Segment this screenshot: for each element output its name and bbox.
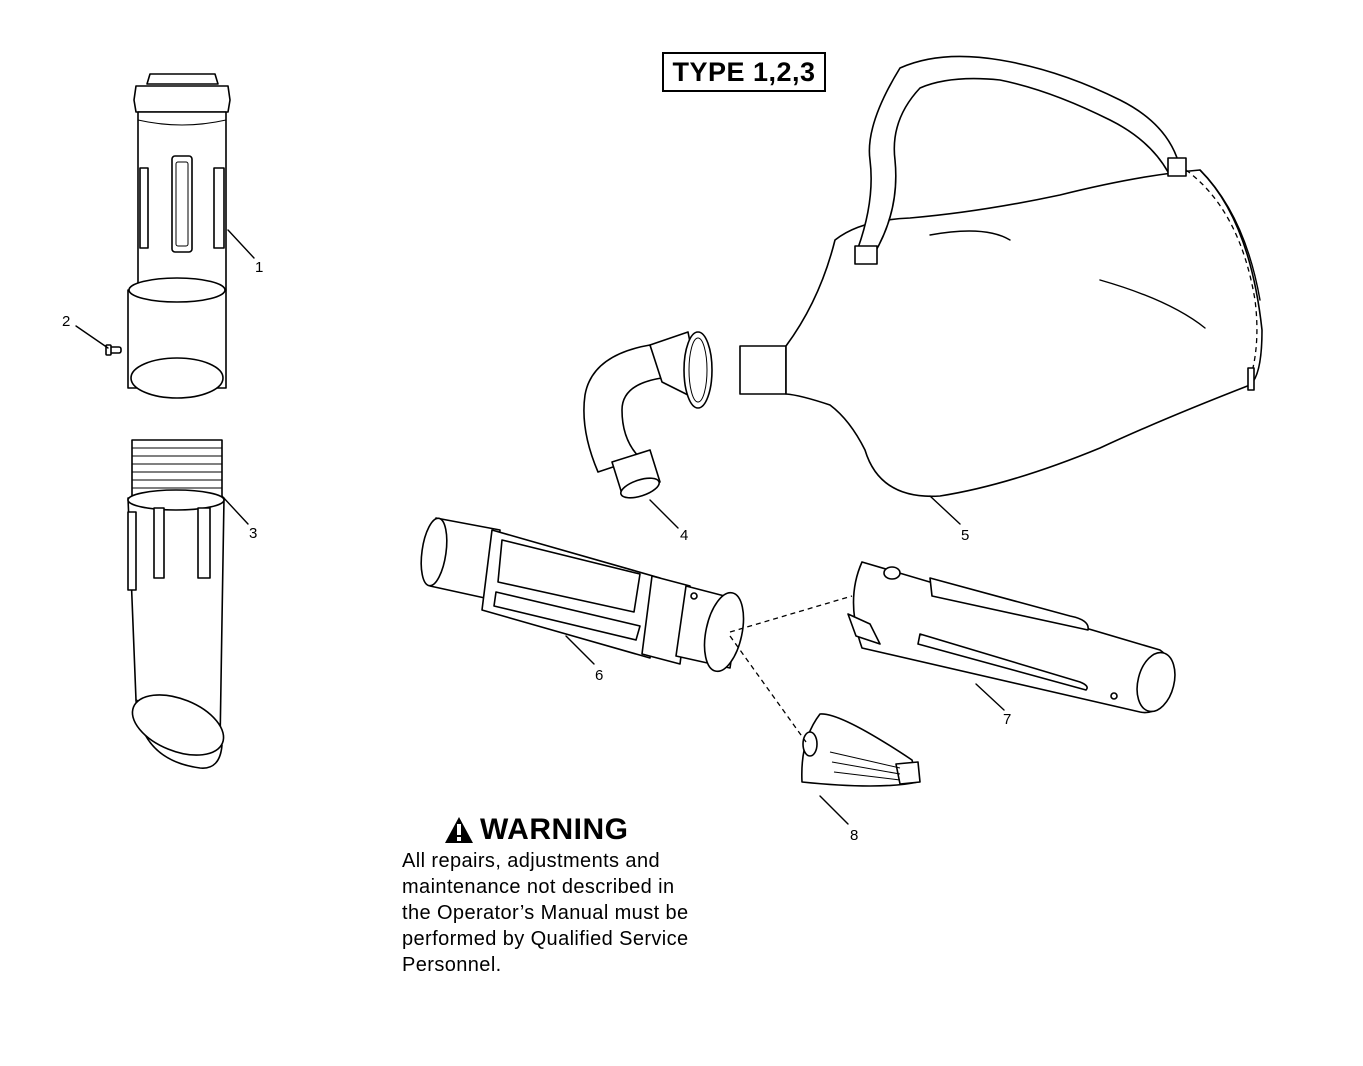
part-4-elbow-tube xyxy=(583,331,713,499)
warning-line: All repairs, adjustments and xyxy=(402,850,660,872)
assembly-line-6-to-7 xyxy=(729,595,853,633)
warning-line: performed by Qualified Service xyxy=(402,928,689,950)
warning-line: the Operator’s Manual must be xyxy=(402,902,689,924)
callout-1: 1 xyxy=(255,259,263,276)
part-1-upper-tube xyxy=(127,73,231,399)
callout-7: 7 xyxy=(1003,711,1011,728)
part-8-concentrator-nozzle xyxy=(801,713,921,787)
part-3-lower-tube xyxy=(127,439,225,769)
callout-8: 8 xyxy=(850,827,858,844)
warning-notice: WARNING All repairs, adjustments and mai… xyxy=(402,812,762,978)
warning-body: All repairs, adjustments and maintenance… xyxy=(402,848,762,978)
part-2-screw xyxy=(105,344,122,356)
leader-lines xyxy=(75,229,1005,825)
part-5-collection-bag xyxy=(739,55,1263,498)
type-label: TYPE 1,2,3 xyxy=(662,52,826,92)
warning-title: WARNING xyxy=(480,813,629,846)
callout-3: 3 xyxy=(249,525,257,542)
warning-header: WARNING xyxy=(444,812,762,848)
part-6-grip-tube xyxy=(420,517,745,673)
callout-6: 6 xyxy=(595,667,603,684)
warning-line: Personnel. xyxy=(402,954,502,976)
warning-line: maintenance not described in xyxy=(402,876,675,898)
callout-5: 5 xyxy=(961,527,969,544)
callout-4: 4 xyxy=(680,527,688,544)
warning-triangle-icon xyxy=(445,817,473,843)
assembly-line-6-to-8 xyxy=(729,635,807,743)
part-7-nozzle-tube xyxy=(847,561,1176,714)
callout-2: 2 xyxy=(62,313,70,330)
